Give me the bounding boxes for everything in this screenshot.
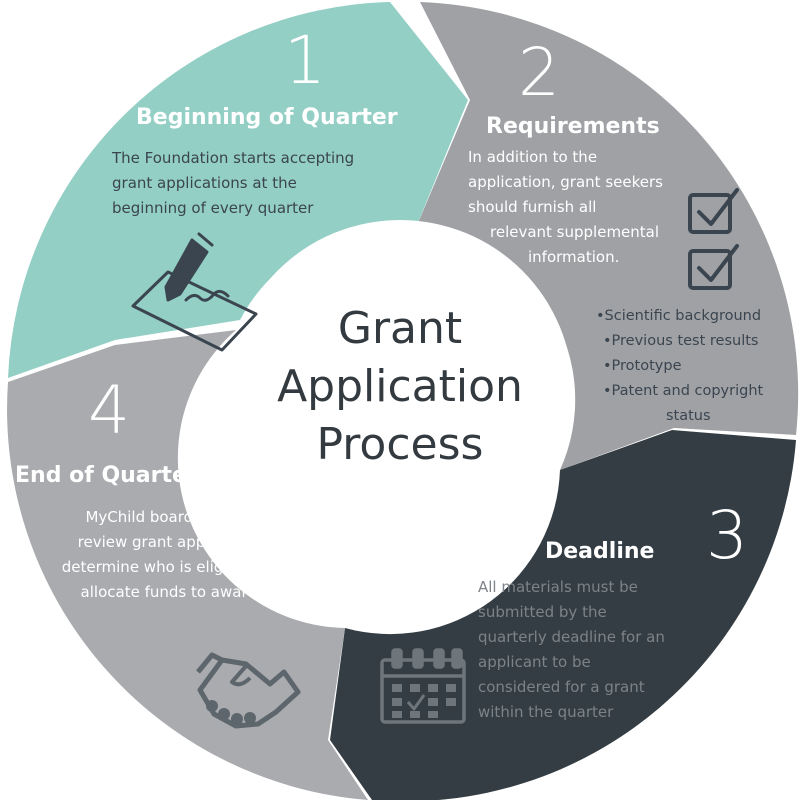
requirement-item: •Scientific background (596, 308, 762, 324)
requirement-item: status (666, 408, 711, 424)
step-4-line: allocate funds to awards. (80, 583, 270, 601)
center-title: Grant Application Process (230, 300, 570, 474)
step-4-description: MyChild board meets to review grant appl… (30, 505, 320, 605)
step-3-line: quarterly deadline for an (478, 628, 665, 646)
calendar-icon (380, 648, 466, 724)
step-4-line: determine who is eligible, and (61, 558, 289, 576)
segment-1-beginning (8, 2, 468, 378)
step-4-line: review grant applications, (77, 533, 273, 551)
center-title-line: Process (316, 419, 484, 470)
step-2-line: information. (528, 248, 620, 266)
step-1-description: The Foundation starts accepting grant ap… (112, 146, 354, 221)
center-title-line: Application (277, 361, 523, 412)
step-2-line: application, grant seekers (468, 173, 663, 191)
step-2-line: In addition to the (468, 148, 598, 166)
step-1-line: beginning of every quarter (112, 199, 314, 217)
step-3-description: All materials must be submitted by the q… (478, 575, 665, 725)
segment-4-end-of-quarter (7, 330, 369, 800)
step-3-title: Deadline (545, 539, 655, 564)
step-3-line: within the quarter (478, 703, 614, 721)
checkbox-icon (688, 188, 739, 234)
step-3-line: considered for a grant (478, 678, 645, 696)
center-circle (227, 220, 573, 566)
requirement-item: •Patent and copyright (603, 383, 764, 399)
step-4-title: End of Quarter (15, 463, 198, 488)
pen-signing-icon (131, 232, 258, 352)
step-2-requirements-list: •Scientific background •Previous test re… (596, 304, 763, 429)
step-2-title: Requirements (486, 114, 660, 139)
segment-2-requirements (415, 2, 799, 470)
checkbox-icon (688, 244, 739, 290)
step-2-line: relevant supplemental (490, 223, 660, 241)
requirement-item: •Previous test results (603, 333, 759, 349)
step-3-number: 3 (706, 497, 748, 574)
requirement-item: •Prototype (603, 358, 682, 374)
step-2-description: In addition to the application, grant se… (458, 145, 698, 270)
step-1-title: Beginning of Quarter (136, 105, 398, 130)
step-4-line: MyChild board meets to (85, 508, 265, 526)
step-1-line: The Foundation starts accepting (112, 149, 355, 167)
segment-3-deadline (330, 430, 796, 800)
step-2-number: 2 (518, 34, 560, 111)
step-1-number: 1 (284, 22, 326, 99)
step-1-line: grant applications at the (112, 174, 297, 192)
step-3-line: submitted by the (478, 603, 607, 621)
step-3-line: applicant to be (478, 653, 591, 671)
center-title-line: Grant (337, 303, 463, 354)
step-3-line: All materials must be (478, 578, 638, 596)
step-2-line: should furnish all (468, 198, 597, 216)
step-4-number: 4 (88, 372, 130, 449)
handshake-icon (196, 652, 301, 729)
